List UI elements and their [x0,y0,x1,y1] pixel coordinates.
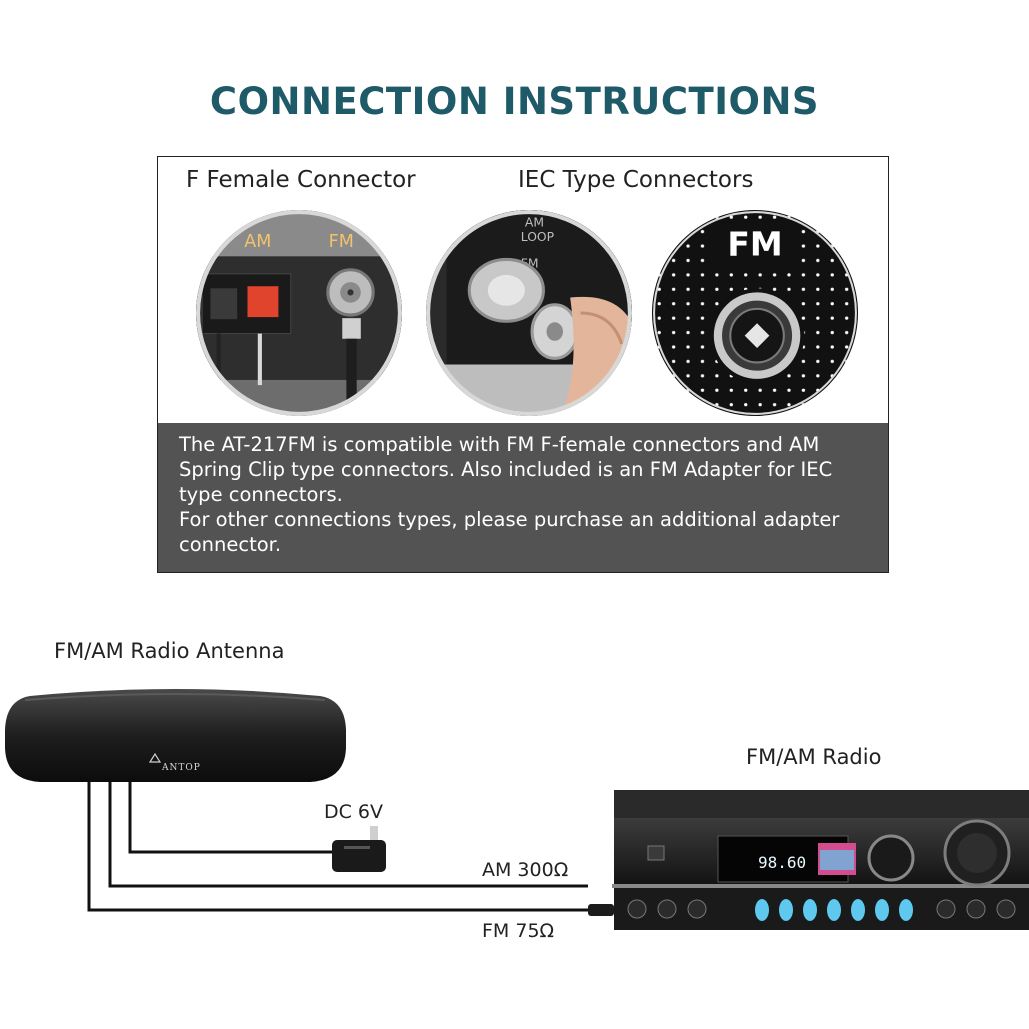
connection-diagram: ANTOP 98.60 FM/AM Radio Antenna FM/AM Ra… [5,639,1029,942]
radio-blue-button [851,899,865,921]
radio-blue-button [875,899,889,921]
am-tag: AM [244,232,271,252]
fm-label: FM 75Ω [482,920,554,942]
radio-receiver: 98.60 [612,790,1029,930]
description-line-1: The AT-217FM is compatible with FM F-fem… [179,433,833,506]
radio-knob [687,899,707,919]
fm-cable [87,782,590,912]
radio-label: FM/AM Radio [746,745,881,769]
radio-knob [936,899,956,919]
dc-label: DC 6V [324,801,383,823]
description-line-2: For other connections types, please purc… [179,508,840,556]
f-female-heading: F Female Connector [186,167,416,193]
radio-blue-button [803,899,817,921]
fm-tag: FM [329,232,354,252]
dc-cable [128,782,332,854]
radio-knob [966,899,986,919]
radio-blue-button [899,899,913,921]
radio-blue-button [755,899,769,921]
radio-knob [996,899,1016,919]
iec-adapter-photo: AM LOOP FM [426,210,632,416]
radio-knob [627,899,647,919]
radio-blue-button [827,899,841,921]
antenna-label: FM/AM Radio Antenna [54,639,284,663]
page-title: CONNECTION INSTRUCTIONS [209,80,820,123]
radio-button-row [627,899,1016,921]
antop-logo-icon [148,752,162,763]
frequency-display: 98.60 [758,853,806,872]
am-label: AM 300Ω [482,859,568,881]
antenna-device: ANTOP [5,689,346,782]
radio-knob [657,899,677,919]
f-female-photo: AM FM [196,210,402,416]
radio-blue-button [779,899,793,921]
am-cable [108,782,588,888]
am-loop-line2: LOOP [521,230,555,244]
dc-adapter-icon [332,826,386,872]
iec-socket-photo: FM [652,210,858,416]
cables [87,782,590,912]
iec-heading: IEC Type Connectors [518,167,754,193]
brand-label: ANTOP [161,763,201,773]
fm-plug-icon [588,904,614,916]
compatibility-description: The AT-217FM is compatible with FM F-fem… [158,423,888,572]
connector-panel: F Female Connector IEC Type Connectors A… [157,156,889,573]
fm-tag-3: FM [727,224,782,263]
am-loop-line1: AM [525,215,544,229]
